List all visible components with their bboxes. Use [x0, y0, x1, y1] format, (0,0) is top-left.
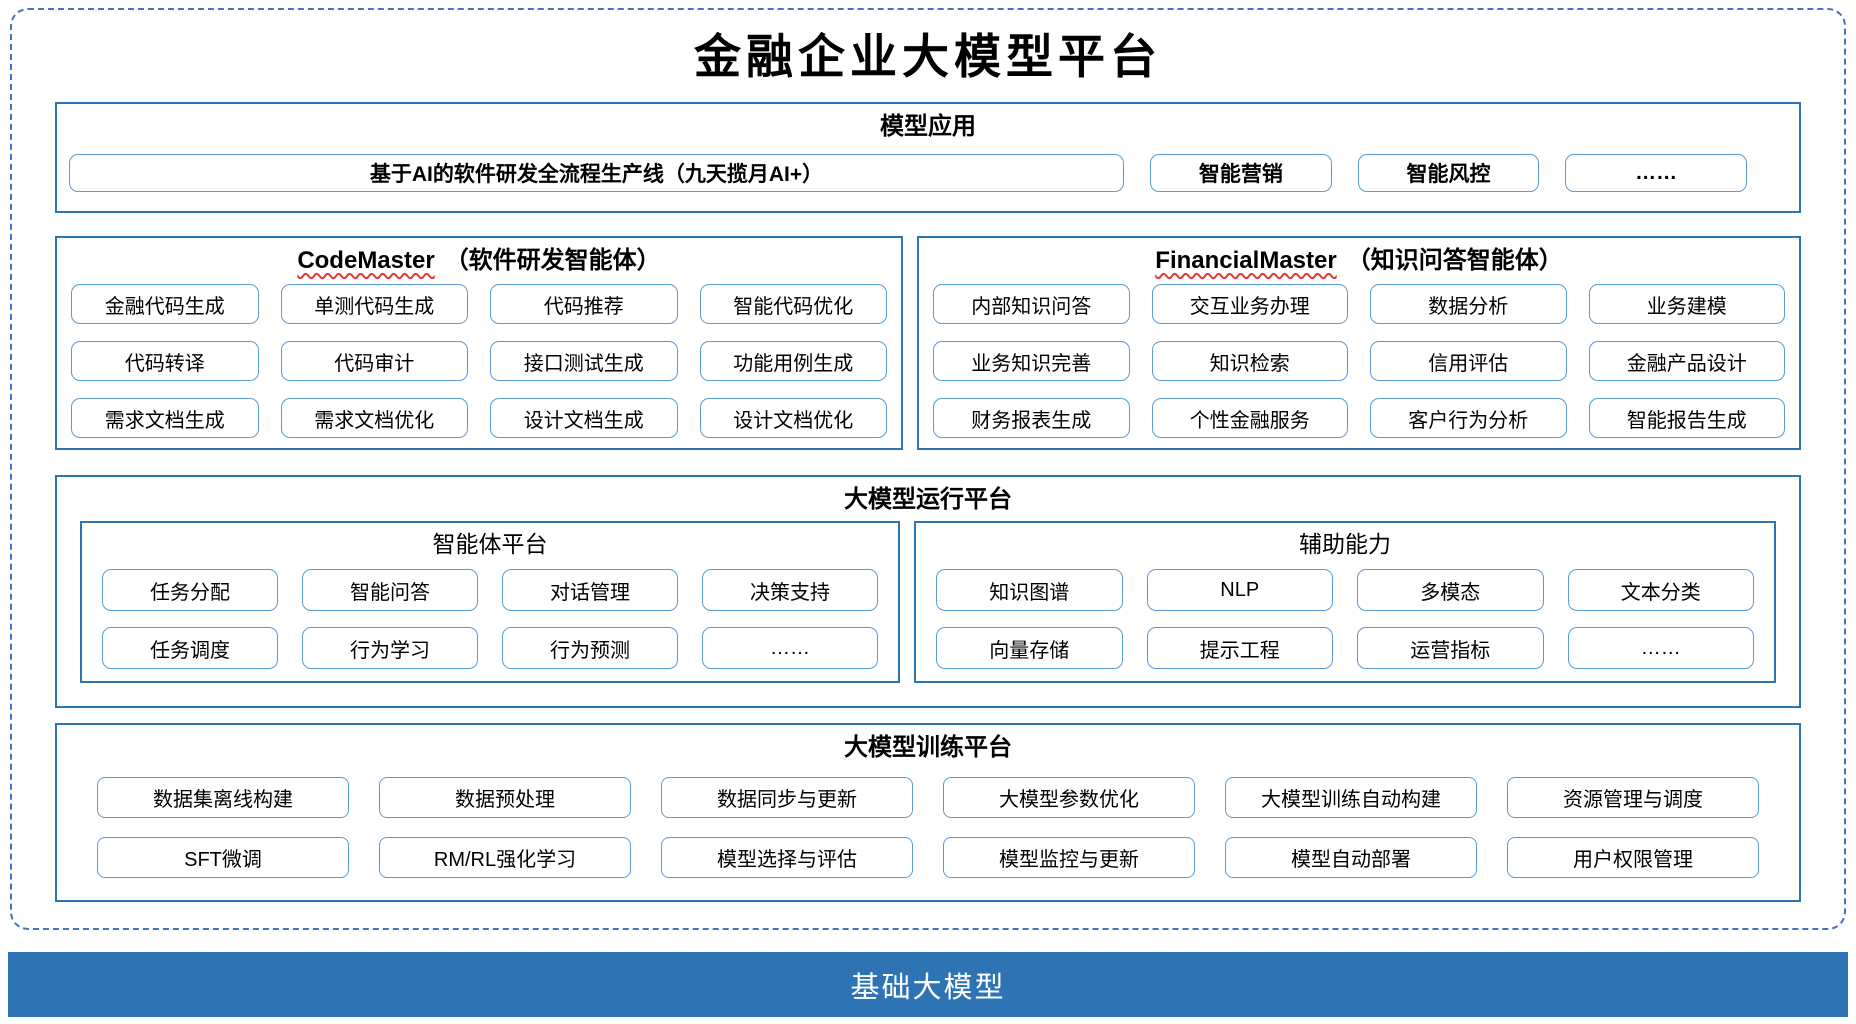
capability-box: 智能报告生成	[1588, 398, 1785, 439]
base-model-bar: 基础大模型	[8, 952, 1848, 1017]
codemaster-name-en: CodeMaster	[297, 246, 435, 274]
model-applications-row: 基于AI的软件研发全流程生产线（九天揽月AI+） 智能营销 智能风控 ……	[57, 148, 1799, 193]
capability-box: 任务分配	[102, 569, 278, 612]
capability-box: 智能代码优化	[699, 284, 887, 325]
agents-row: CodeMaster （软件研发智能体） 金融代码生成 单测代码生成 代码推荐 智…	[55, 235, 1801, 450]
capability-box: 任务调度	[102, 627, 278, 670]
capability-box: RM/RL强化学习	[379, 837, 631, 879]
capability-box: 运营指标	[1357, 627, 1544, 670]
capability-box: 设计文档优化	[699, 398, 887, 439]
section-runtime-platform: 大模型运行平台 智能体平台 任务分配 智能问答 对话管理 决策支持 任务调度 行…	[55, 474, 1801, 708]
capability-box: 代码转译	[71, 341, 259, 382]
capability-box: 单测代码生成	[280, 284, 468, 325]
capability-box: 数据预处理	[379, 777, 631, 819]
capability-box: 数据同步与更新	[661, 777, 913, 819]
capability-box: 对话管理	[502, 569, 678, 612]
capability-box: 模型选择与评估	[661, 837, 913, 879]
financialmaster-name-en: FinancialMaster	[1155, 246, 1337, 274]
app-box-ellipsis: ……	[1565, 154, 1748, 193]
capability-box: 模型监控与更新	[943, 837, 1195, 879]
capability-box: 向量存储	[936, 627, 1123, 670]
app-box-risk-control: 智能风控	[1357, 154, 1540, 193]
runtime-platform-header: 大模型运行平台	[844, 485, 1012, 513]
agent-platform-capabilities: 任务分配 智能问答 对话管理 决策支持 任务调度 行为学习 行为预测 ……	[82, 567, 898, 670]
capability-box: ……	[1567, 627, 1754, 670]
capability-box: SFT微调	[97, 837, 349, 879]
platform-outer-frame: 金融企业大模型平台 模型应用 基于AI的软件研发全流程生产线（九天揽月AI+） …	[10, 8, 1846, 930]
subsection-agent-platform: 智能体平台 任务分配 智能问答 对话管理 决策支持 任务调度 行为学习 行为预测…	[80, 521, 900, 684]
section-training-platform: 大模型训练平台 数据集离线构建 数据预处理 数据同步与更新 大模型参数优化 大模…	[55, 722, 1801, 902]
aux-capabilities-list: 知识图谱 NLP 多模态 文本分类 向量存储 提示工程 运营指标 ……	[916, 567, 1774, 670]
app-box-ai-pipeline: 基于AI的软件研发全流程生产线（九天揽月AI+）	[69, 154, 1124, 193]
capability-box: 金融代码生成	[71, 284, 259, 325]
capability-box: 资源管理与调度	[1507, 777, 1759, 819]
codemaster-name-zh: （软件研发智能体）	[444, 246, 661, 274]
capability-box: 金融产品设计	[1588, 341, 1785, 382]
capability-box: 需求文档生成	[71, 398, 259, 439]
capability-box: 知识图谱	[936, 569, 1123, 612]
capability-box: 大模型训练自动构建	[1225, 777, 1477, 819]
base-model-label: 基础大模型	[850, 971, 1006, 1004]
capability-box: ……	[702, 627, 878, 670]
app-box-marketing: 智能营销	[1150, 154, 1332, 193]
capability-box: 设计文档生成	[490, 398, 678, 439]
capability-box: 多模态	[1357, 569, 1544, 612]
capability-box: 文本分类	[1567, 569, 1754, 612]
codemaster-capabilities: 金融代码生成 单测代码生成 代码推荐 智能代码优化 代码转译 代码审计 接口测试…	[57, 282, 901, 439]
capability-box: 知识检索	[1151, 341, 1348, 382]
capability-box: 数据集离线构建	[97, 777, 349, 819]
subsection-aux-capabilities: 辅助能力 知识图谱 NLP 多模态 文本分类 向量存储 提示工程 运营指标 ……	[914, 521, 1776, 684]
capability-box: 内部知识问答	[933, 284, 1130, 325]
section-codemaster: CodeMaster （软件研发智能体） 金融代码生成 单测代码生成 代码推荐 智…	[55, 235, 903, 450]
financialmaster-capabilities: 内部知识问答 交互业务办理 数据分析 业务建模 业务知识完善 知识检索 信用评估…	[919, 282, 1799, 439]
capability-box: 接口测试生成	[490, 341, 678, 382]
training-capabilities: 数据集离线构建 数据预处理 数据同步与更新 大模型参数优化 大模型训练自动构建 …	[57, 769, 1799, 879]
capability-box: 业务知识完善	[933, 341, 1130, 382]
capability-box: 行为预测	[502, 627, 678, 670]
agent-platform-header: 智能体平台	[432, 531, 548, 558]
capability-box: 业务建模	[1588, 284, 1785, 325]
financialmaster-name-zh: （知识问答智能体）	[1346, 246, 1563, 274]
model-applications-header: 模型应用	[880, 112, 976, 140]
section-model-applications: 模型应用 基于AI的软件研发全流程生产线（九天揽月AI+） 智能营销 智能风控 …	[55, 101, 1801, 213]
capability-box: 决策支持	[702, 569, 878, 612]
capability-box: 行为学习	[302, 627, 478, 670]
aux-capabilities-header: 辅助能力	[1299, 531, 1391, 558]
capability-box: 财务报表生成	[933, 398, 1130, 439]
training-platform-header: 大模型训练平台	[844, 733, 1012, 761]
codemaster-header: CodeMaster （软件研发智能体）	[57, 247, 901, 276]
capability-box: 需求文档优化	[280, 398, 468, 439]
runtime-subsections: 智能体平台 任务分配 智能问答 对话管理 决策支持 任务调度 行为学习 行为预测…	[57, 521, 1799, 684]
capability-box: 交互业务办理	[1151, 284, 1348, 325]
page-title: 金融企业大模型平台	[694, 30, 1162, 85]
capability-box: 客户行为分析	[1370, 398, 1567, 439]
financialmaster-header: FinancialMaster （知识问答智能体）	[919, 247, 1799, 276]
capability-box: 信用评估	[1370, 341, 1567, 382]
section-financialmaster: FinancialMaster （知识问答智能体） 内部知识问答 交互业务办理 数…	[917, 235, 1801, 450]
capability-box: 代码审计	[280, 341, 468, 382]
capability-box: 功能用例生成	[699, 341, 887, 382]
capability-box: 大模型参数优化	[943, 777, 1195, 819]
capability-box: 用户权限管理	[1507, 837, 1759, 879]
capability-box: 智能问答	[302, 569, 478, 612]
capability-box: 提示工程	[1146, 627, 1333, 670]
capability-box: 代码推荐	[490, 284, 678, 325]
capability-box: 个性金融服务	[1151, 398, 1348, 439]
capability-box: NLP	[1146, 569, 1333, 612]
capability-box: 数据分析	[1370, 284, 1567, 325]
capability-box: 模型自动部署	[1225, 837, 1477, 879]
